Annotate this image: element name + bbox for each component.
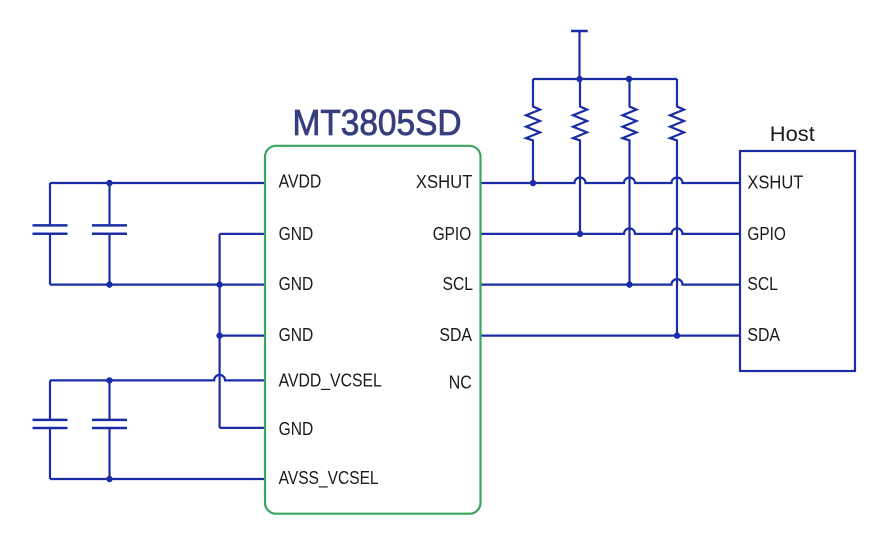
svg-text:SCL: SCL	[747, 274, 778, 294]
svg-text:GND: GND	[279, 224, 314, 244]
svg-text:AVDD: AVDD	[279, 172, 322, 192]
svg-text:SCL: SCL	[443, 274, 474, 294]
svg-text:GPIO: GPIO	[433, 224, 472, 244]
svg-text:GND: GND	[279, 325, 314, 345]
svg-text:XSHUT: XSHUT	[747, 172, 803, 192]
svg-text:Host: Host	[770, 122, 815, 146]
svg-text:XSHUT: XSHUT	[416, 172, 473, 192]
svg-text:NC: NC	[449, 373, 472, 393]
svg-text:AVDD_VCSEL: AVDD_VCSEL	[279, 371, 382, 392]
svg-text:SDA: SDA	[747, 325, 780, 345]
svg-text:GPIO: GPIO	[747, 224, 786, 244]
svg-text:MT3805SD: MT3805SD	[293, 102, 462, 143]
svg-text:SDA: SDA	[439, 325, 472, 345]
svg-text:GND: GND	[279, 274, 314, 294]
svg-text:GND: GND	[279, 419, 314, 439]
svg-text:AVSS_VCSEL: AVSS_VCSEL	[279, 468, 379, 489]
